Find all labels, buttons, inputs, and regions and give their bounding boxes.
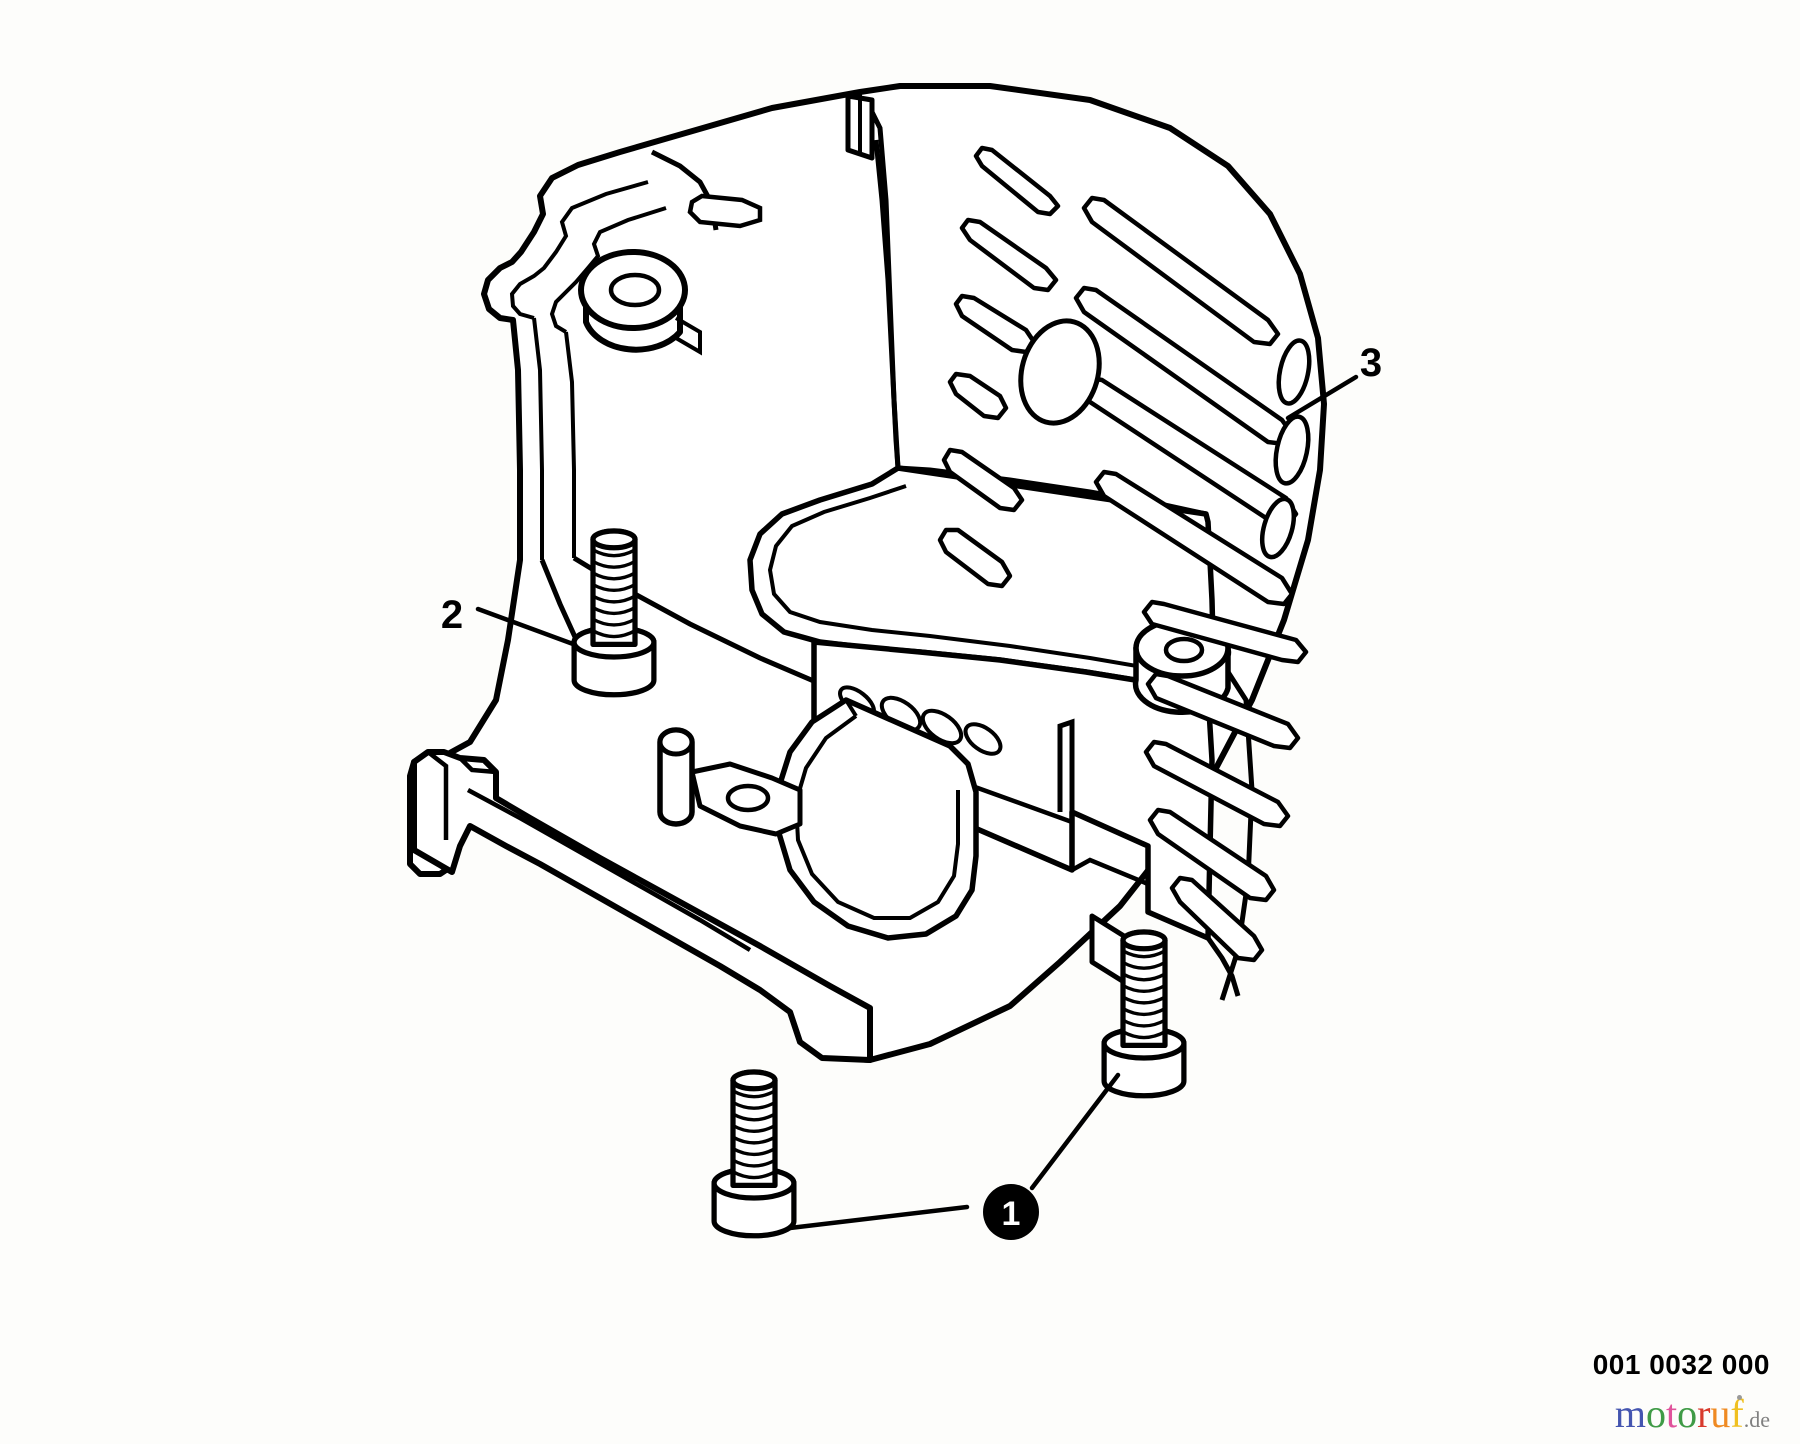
callout-2[interactable]: 2 (441, 593, 463, 637)
housing-interior-notch (1057, 718, 1075, 812)
logo-suffix: .de (1743, 1407, 1770, 1432)
housing-front-rail (411, 749, 873, 1063)
housing-louvers-lower (1141, 599, 1309, 963)
housing-top-flange (509, 180, 667, 560)
logo-letter-t: t (1665, 1391, 1678, 1436)
housing-front-mount-boss (689, 761, 803, 837)
housing-left-mount-hole (608, 272, 662, 308)
motoruf-logo[interactable]: motoruf.de (1615, 1394, 1770, 1434)
logo-letter-u: u (1710, 1391, 1731, 1436)
housing-inner-ribs (650, 139, 901, 469)
housing-u-cutout (775, 697, 979, 941)
callout-2-label: 2 (441, 593, 463, 637)
part-cap-screw-lower-left (714, 1072, 794, 1236)
housing-louvers-upper (937, 145, 1312, 607)
logo-letter-r: r (1697, 1391, 1711, 1436)
housing-left-mount-boss (578, 249, 702, 356)
logo-letter-o1: o (1645, 1391, 1666, 1436)
logo-letter-f: f (1730, 1391, 1744, 1436)
housing-front-rib-tab (657, 727, 695, 827)
part-fan-cover-housing (407, 83, 1327, 1063)
part-number-label: 001 0032 000 (1592, 1349, 1770, 1380)
leader-line-2 (475, 606, 576, 647)
leader-line-1-left (787, 1204, 970, 1231)
leader-line-3 (1285, 374, 1359, 421)
callout-1-label: 1 (1002, 1195, 1021, 1233)
logo-letter-o2: o (1677, 1391, 1698, 1436)
housing-right-mount-hole (1163, 636, 1205, 664)
housing-front-mount-hole (725, 783, 771, 813)
callout-3[interactable]: 3 (1360, 341, 1382, 385)
leader-line-1-right (1029, 1072, 1121, 1191)
callout-1[interactable]: 1 (983, 1184, 1039, 1240)
callout-1-badge (983, 1184, 1039, 1240)
callout-3-label: 3 (1360, 341, 1382, 385)
housing-center-hole (1018, 318, 1102, 426)
leader-lines (475, 374, 1359, 1231)
housing-top-post (845, 92, 875, 161)
logo-letter-m: m (1614, 1391, 1646, 1436)
